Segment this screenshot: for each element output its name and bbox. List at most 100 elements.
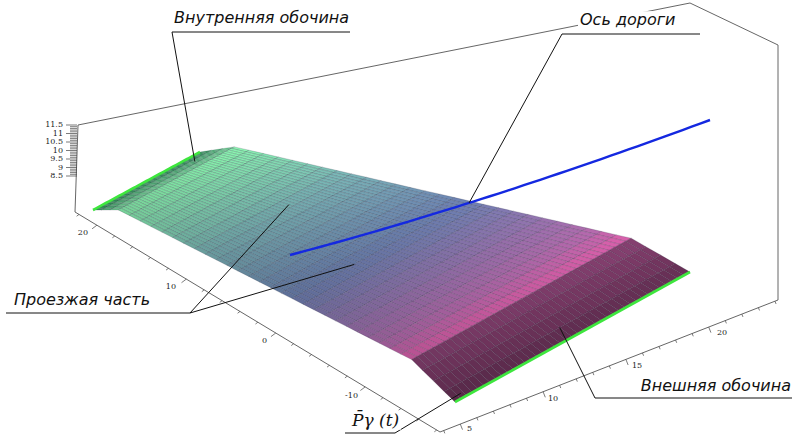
axis-tick-label: 5 [466, 425, 473, 434]
surface-cell [162, 230, 176, 237]
box-edge [75, 125, 78, 212]
axis-tick-label: 10 [165, 283, 177, 292]
surface-cell [173, 236, 187, 243]
tick-mark [593, 372, 594, 375]
tick-mark [510, 405, 511, 408]
surface-cell [118, 208, 132, 215]
surface-cell [129, 214, 143, 221]
callout-label: Проезжая часть [12, 291, 152, 309]
tick-mark [642, 353, 643, 356]
road-axis-curve [290, 120, 710, 255]
tick-mark [477, 418, 478, 421]
tick-mark [775, 301, 776, 304]
tick-mark [70, 143, 77, 144]
tick-mark [70, 165, 77, 166]
box-edge [78, 3, 690, 125]
axis-tick-label: 10 [547, 395, 559, 404]
axis-tick-label: 10 [52, 146, 64, 155]
tick-mark [66, 150, 77, 151]
tick-mark [609, 366, 610, 369]
symbol-label: P̄γ (t) [350, 411, 401, 430]
tick-mark [66, 176, 77, 177]
surface-cell [151, 225, 165, 232]
tick-mark [381, 398, 383, 400]
tick-mark [255, 322, 257, 324]
tick-mark [70, 153, 77, 154]
tick-mark [676, 340, 677, 343]
axis-tick-label: 20 [716, 329, 728, 338]
road-axis [290, 120, 710, 255]
tick-mark [659, 346, 660, 349]
tick-mark [66, 167, 77, 168]
tick-mark [360, 387, 365, 391]
shoulder-edge-line [93, 152, 200, 210]
tick-mark [70, 130, 77, 131]
callout-label: Ось дороги [578, 11, 678, 29]
tick-mark [220, 301, 222, 303]
axis-tick-label: 9.5 [49, 155, 64, 164]
axis-tick-label: 11.5 [44, 121, 64, 130]
tick-mark [70, 164, 77, 165]
box-edge [690, 3, 778, 45]
tick-mark [70, 147, 77, 148]
tick-mark [66, 159, 77, 160]
tick-mark [112, 236, 114, 238]
tick-mark [493, 411, 494, 414]
tick-mark [70, 148, 77, 149]
leader-line [469, 34, 700, 203]
leader-lines [6, 32, 792, 433]
tick-mark [70, 160, 77, 161]
axis-tick-label: 9 [57, 163, 64, 172]
tick-mark [70, 131, 77, 132]
axis-tick-label: 20 [77, 229, 89, 238]
tick-mark [309, 355, 311, 357]
axis-tick-label: 11 [52, 129, 64, 138]
tick-mark [148, 258, 150, 260]
tick-mark [291, 344, 293, 346]
tick-mark [271, 333, 276, 337]
callout-label: Внешняя обочина [639, 377, 793, 395]
tick-mark [182, 279, 187, 283]
surface-cell [412, 357, 428, 371]
surface-cell [184, 241, 198, 248]
tick-mark [527, 398, 528, 401]
tick-mark [77, 214, 79, 216]
tick-mark [692, 334, 693, 337]
box-edge [75, 212, 440, 432]
road-surface [93, 147, 690, 402]
tick-mark [709, 327, 711, 333]
tick-mark [327, 365, 329, 367]
tick-mark [725, 321, 726, 324]
tick-mark [560, 385, 561, 388]
tick-mark [70, 126, 77, 127]
tick-mark [70, 162, 77, 163]
tick-mark [70, 145, 77, 146]
tick-mark [70, 138, 77, 139]
tick-mark [626, 359, 628, 365]
tick-mark [444, 431, 445, 434]
tick-mark [70, 135, 77, 136]
tick-mark [70, 174, 77, 175]
axis-tick-label: 0 [261, 337, 268, 346]
tick-mark [70, 152, 77, 153]
tick-mark [70, 128, 77, 129]
tick-mark [460, 424, 462, 430]
tick-mark [66, 142, 77, 143]
surface-cell [140, 219, 154, 226]
surface-cell [422, 367, 439, 381]
callout-label: Внутренняя обочина [172, 9, 351, 27]
tick-mark [576, 379, 577, 382]
tick-mark [70, 140, 77, 141]
leader-line [190, 264, 354, 313]
tick-mark [70, 157, 77, 158]
leader-line [345, 393, 461, 433]
tick-mark [742, 314, 743, 317]
box-edge [440, 300, 778, 432]
axis-tick-label: 8.5 [49, 172, 64, 181]
axis-tick-label: 10.5 [44, 138, 64, 147]
axis-tick-label: 15 [631, 362, 643, 371]
tick-mark [238, 311, 240, 313]
shoulder-edges [93, 152, 690, 402]
